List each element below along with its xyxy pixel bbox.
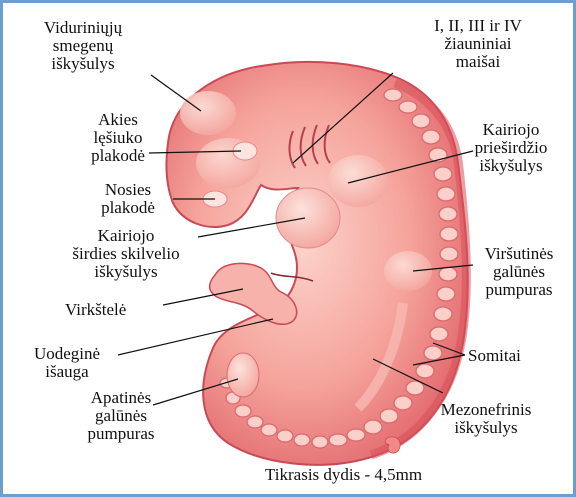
midbrain-bulge <box>180 91 236 135</box>
label-mesonephric-ridge: Mezonefrinis iškyšulys <box>421 401 551 437</box>
label-midbrain: Viduriniųjų smegenų iškyšulys <box>13 19 153 73</box>
label-actual-size: Tikrasis dydis - 4,5mm <box>265 466 525 484</box>
label-pharyngeal-arches: I, II, III ir IV žiauniniai maišai <box>393 17 563 71</box>
label-nasal-placode: Nosies plakodė <box>83 181 173 217</box>
label-lens-placode: Akies lęšiuko plakodė <box>73 111 163 165</box>
ventricle-bulge <box>276 188 340 248</box>
label-lower-limb-bud: Apatinės galūnės pumpuras <box>71 389 171 443</box>
label-left-ventricle: Kairiojo širdies skilvelio iškyšulys <box>51 227 201 281</box>
label-tail-bud: Uodeginė išauga <box>17 345 117 381</box>
lower-limb-bud <box>227 353 259 397</box>
umbilical-cord <box>210 263 297 324</box>
label-upper-limb-bud: Viršutinės galūnės pumpuras <box>465 245 573 299</box>
label-somites: Somitai <box>468 347 558 365</box>
label-umbilical-cord: Virkštelė <box>65 301 165 319</box>
label-left-atrium: Kairiojo prieširdžio iškyšulys <box>451 121 571 175</box>
upper-limb-bud <box>384 251 432 291</box>
